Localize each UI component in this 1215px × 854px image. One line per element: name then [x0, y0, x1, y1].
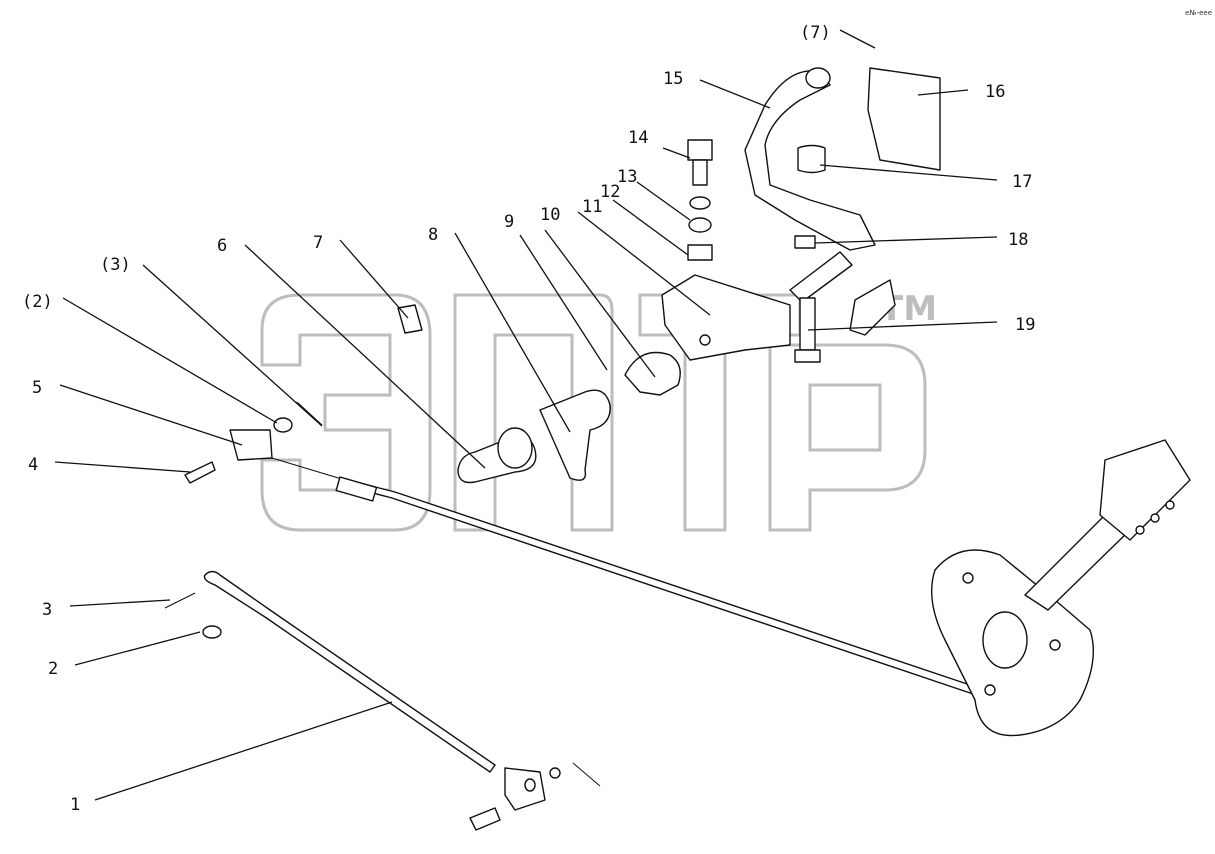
- label-12: 12: [600, 182, 620, 202]
- label-7: 7: [313, 233, 323, 253]
- lower-rod: [203, 570, 601, 831]
- label-6: 6: [217, 236, 227, 256]
- cable-assembly: [261, 454, 986, 698]
- label-8: 8: [428, 225, 438, 245]
- pedal-plate: [930, 439, 1191, 737]
- label-11: 11: [582, 197, 602, 217]
- corner-code: e№-eee: [1185, 9, 1212, 17]
- lever-parts: [397, 274, 791, 484]
- callout-labels: 1 2 3 4 5 (2) (3) 6 7 8 9 10 11 12 13 14…: [22, 23, 1035, 815]
- label-10: 10: [540, 205, 560, 225]
- label-1: 1: [70, 795, 80, 815]
- label-9: 9: [504, 212, 514, 232]
- label-17: 17: [1012, 172, 1032, 192]
- label-3: 3: [42, 600, 52, 620]
- label-4: 4: [28, 455, 38, 475]
- label-p7: (7): [800, 23, 831, 43]
- label-p3: (3): [100, 255, 131, 275]
- label-13: 13: [617, 167, 637, 187]
- small-parts-left: [164, 401, 323, 639]
- label-14: 14: [628, 128, 648, 148]
- leader-lines: [54, 29, 998, 801]
- label-p2: (2): [22, 292, 53, 312]
- upper-assembly: [687, 67, 941, 363]
- label-18: 18: [1008, 230, 1028, 250]
- label-15: 15: [663, 69, 683, 89]
- label-19: 19: [1015, 315, 1035, 335]
- label-5: 5: [32, 378, 42, 398]
- label-16: 16: [985, 82, 1005, 102]
- label-2: 2: [48, 659, 58, 679]
